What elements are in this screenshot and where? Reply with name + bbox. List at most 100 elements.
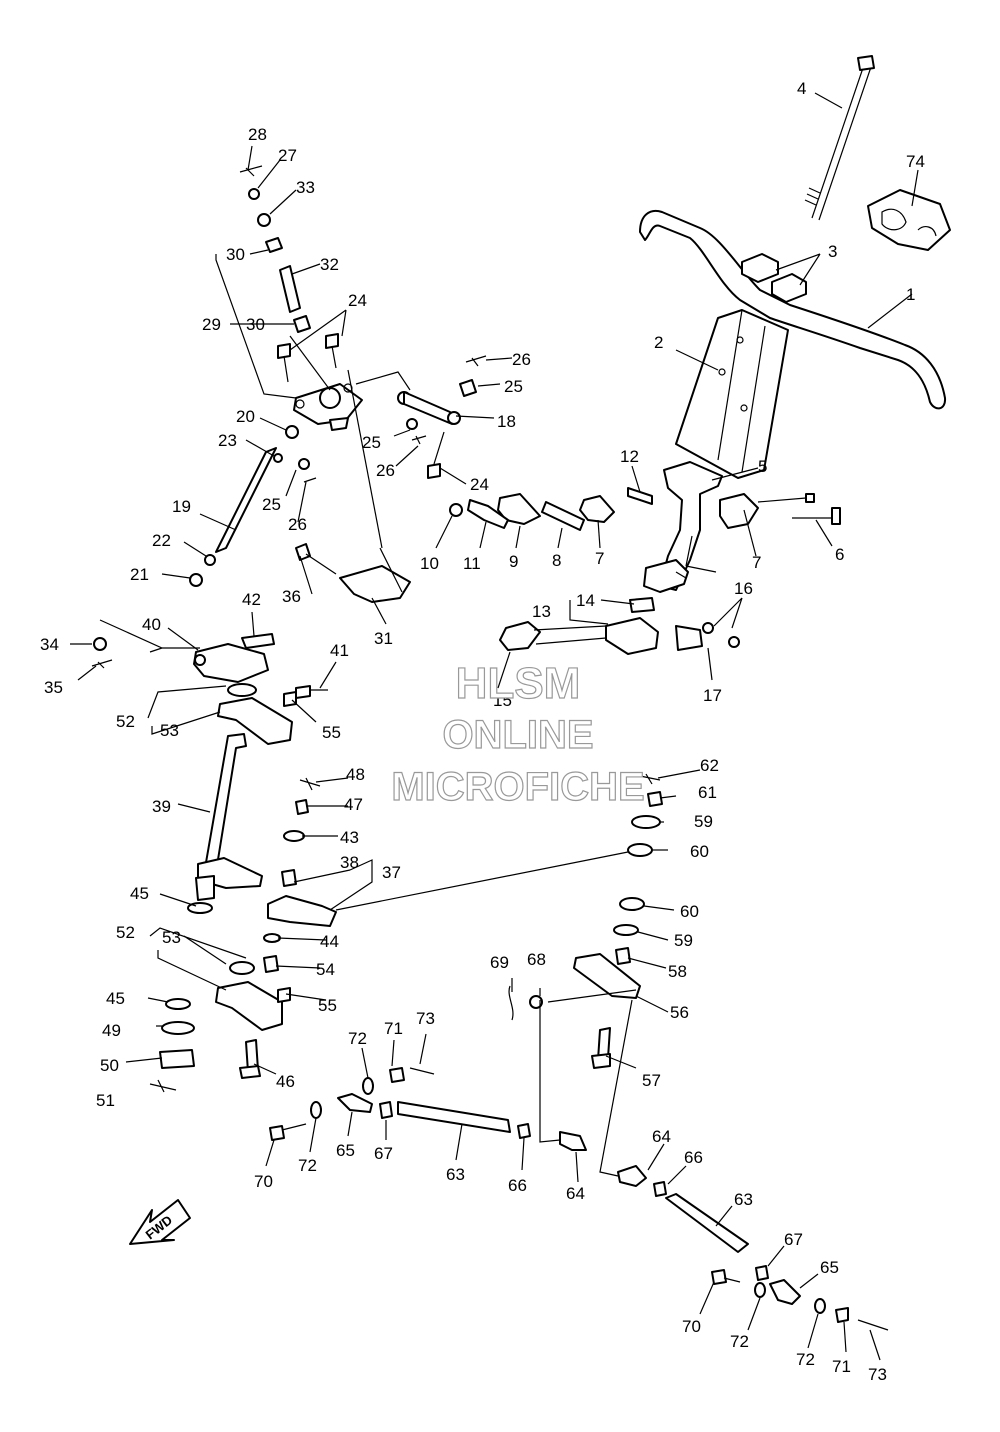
label-part-43: 43 — [340, 828, 359, 847]
label-part-49: 49 — [102, 1021, 121, 1040]
label-part-73b: 73 — [868, 1365, 887, 1384]
watermark-line-3: MICROFICHE — [391, 765, 644, 809]
label-part-72d: 72 — [796, 1350, 815, 1369]
label-part-20: 20 — [236, 407, 255, 426]
label-part-72c: 72 — [730, 1332, 749, 1351]
label-part-26b: 26 — [376, 461, 395, 480]
label-part-55b: 55 — [318, 996, 337, 1015]
steering-shaft-39 — [195, 733, 263, 901]
label-part-3: 3 — [828, 242, 837, 261]
label-part-70a: 70 — [254, 1172, 273, 1191]
label-part-70b: 70 — [682, 1317, 701, 1336]
center-arm-37 — [263, 777, 337, 973]
label-part-38: 38 — [340, 853, 359, 872]
label-part-65a: 65 — [336, 1141, 355, 1160]
label-part-30b: 30 — [246, 315, 265, 334]
link-parts-7-12 — [449, 487, 653, 531]
label-part-32: 32 — [320, 255, 339, 274]
label-part-64a: 64 — [566, 1184, 585, 1203]
label-part-46: 46 — [276, 1072, 295, 1091]
label-part-63a: 63 — [446, 1165, 465, 1184]
tie-rod-left-63 — [269, 1067, 587, 1151]
label-part-6: 6 — [835, 545, 844, 564]
label-part-5: 5 — [758, 457, 767, 476]
label-part-47: 47 — [344, 795, 363, 814]
watermark-line-2: ONLINE — [442, 713, 593, 757]
pitman-link-19 — [189, 425, 317, 587]
lower-arm-assembly — [149, 902, 291, 1093]
label-part-50: 50 — [100, 1056, 119, 1075]
label-part-37: 37 — [382, 863, 401, 882]
handlebar-grip-cover — [867, 189, 951, 251]
joint-clamp-5 — [719, 493, 841, 529]
label-part-71a: 71 — [384, 1019, 403, 1038]
label-part-4: 4 — [797, 79, 806, 98]
label-part-68: 68 — [527, 950, 546, 969]
label-part-25b: 25 — [362, 433, 381, 452]
label-part-67a: 67 — [374, 1144, 393, 1163]
label-part-18: 18 — [497, 412, 516, 431]
steering-shaft-upper — [643, 461, 723, 593]
bracket-31 — [295, 543, 411, 603]
label-part-54: 54 — [316, 960, 335, 979]
tie-rod-right-63 — [617, 1165, 889, 1331]
label-part-39: 39 — [152, 797, 171, 816]
label-part-59a: 59 — [694, 812, 713, 831]
label-part-62: 62 — [700, 756, 719, 775]
label-part-2: 2 — [654, 333, 663, 352]
label-part-10: 10 — [420, 554, 439, 573]
forward-direction-arrow: FWD — [129, 1199, 191, 1245]
label-part-28: 28 — [248, 125, 267, 144]
label-part-35: 35 — [44, 678, 63, 697]
upper-pivot-shaft — [239, 165, 311, 333]
label-part-71b: 71 — [832, 1357, 851, 1376]
label-part-56: 56 — [670, 1003, 689, 1022]
label-part-45a: 45 — [130, 884, 149, 903]
label-part-25c: 25 — [262, 495, 281, 514]
bearing-upper-53 — [217, 683, 297, 745]
label-part-41: 41 — [330, 641, 349, 660]
label-part-14: 14 — [576, 591, 595, 610]
handlebar-bolt — [804, 55, 875, 221]
label-part-21: 21 — [130, 565, 149, 584]
label-part-23: 23 — [218, 431, 237, 450]
handlebar — [639, 210, 947, 410]
upper-bracket — [293, 383, 363, 431]
label-part-17: 17 — [703, 686, 722, 705]
label-part-53a: 53 — [160, 721, 179, 740]
label-part-72a: 72 — [348, 1029, 367, 1048]
label-part-29: 29 — [202, 315, 221, 334]
label-part-16: 16 — [734, 579, 753, 598]
label-part-61: 61 — [698, 783, 717, 802]
label-part-15: 15 — [493, 691, 512, 710]
label-part-34: 34 — [40, 635, 59, 654]
pitman-arm-40 — [91, 633, 328, 699]
idler-arm-56 — [508, 773, 663, 1069]
watermark: HLSM ONLINE MICROFICHE — [391, 658, 646, 809]
label-part-55a: 55 — [322, 723, 341, 742]
steering-column-cover — [675, 309, 789, 479]
label-part-52b: 52 — [116, 923, 135, 942]
label-part-64b: 64 — [652, 1127, 671, 1146]
label-part-9: 9 — [509, 552, 518, 571]
label-part-24a: 24 — [348, 291, 367, 310]
label-part-7b: 7 — [752, 553, 761, 572]
label-part-12: 12 — [620, 447, 639, 466]
bolts-24 — [277, 333, 339, 383]
part-number-labels: 1 2 3 4 5 6 7 7 8 9 10 11 12 13 14 15 16… — [40, 79, 925, 1384]
label-part-66b: 66 — [684, 1148, 703, 1167]
label-part-73a: 73 — [416, 1009, 435, 1028]
label-part-51: 51 — [96, 1091, 115, 1110]
label-part-26a: 26 — [512, 350, 531, 369]
label-part-33: 33 — [296, 178, 315, 197]
label-part-60b: 60 — [680, 902, 699, 921]
label-part-8: 8 — [552, 551, 561, 570]
label-part-26c: 26 — [288, 515, 307, 534]
handlebar-clamp — [741, 253, 807, 303]
label-part-58: 58 — [668, 962, 687, 981]
label-part-48: 48 — [346, 765, 365, 784]
label-part-66a: 66 — [508, 1176, 527, 1195]
label-part-45b: 45 — [106, 989, 125, 1008]
label-part-22: 22 — [152, 531, 171, 550]
